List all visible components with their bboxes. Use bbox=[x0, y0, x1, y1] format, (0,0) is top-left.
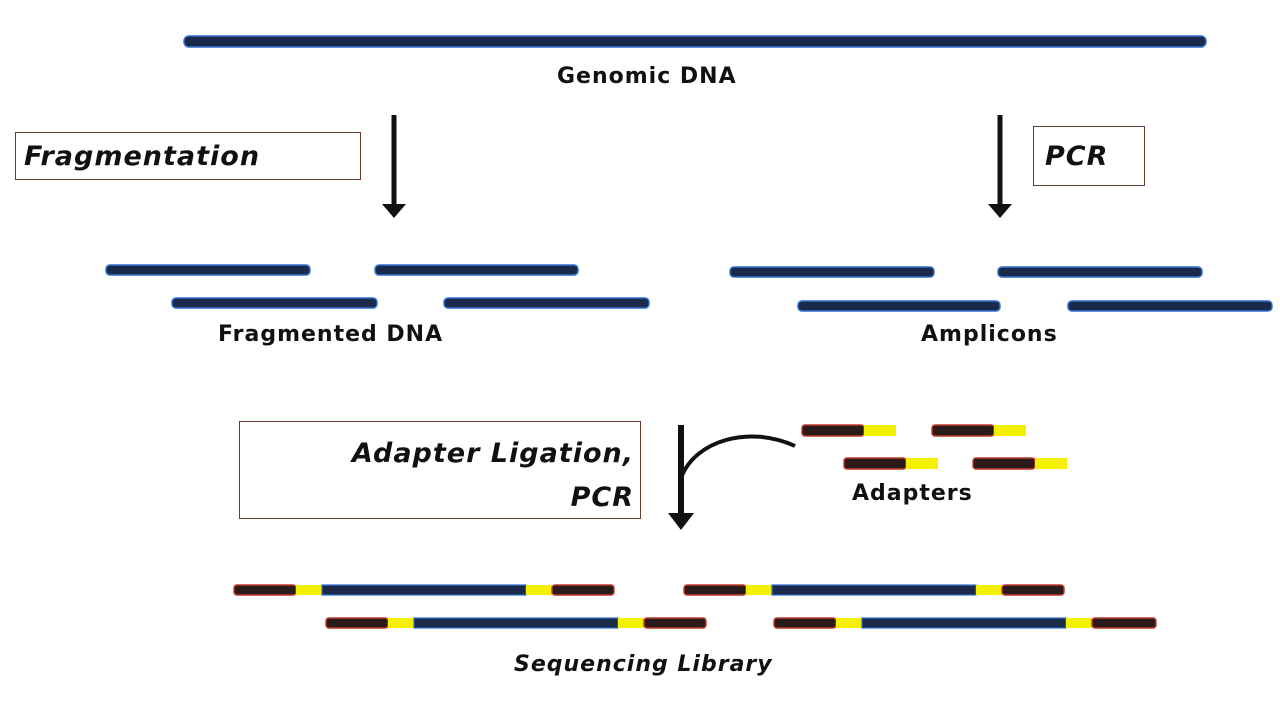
fragmentation-arrow-head bbox=[382, 204, 406, 218]
ligation-arrow-head bbox=[668, 513, 694, 530]
amplicon-2 bbox=[997, 266, 1203, 278]
amplicon-4 bbox=[1067, 300, 1273, 312]
amplicons-label: Amplicons bbox=[921, 322, 1058, 347]
library-construct-2 bbox=[683, 584, 1065, 596]
fragmented-dna-label: Fragmented DNA bbox=[218, 322, 444, 347]
genomic-dna-label: Genomic DNA bbox=[557, 64, 737, 89]
library-construct-1 bbox=[233, 584, 615, 596]
pcr-step-box: PCR bbox=[1033, 126, 1145, 186]
adapter-join-curve bbox=[679, 434, 796, 479]
library-construct-3 bbox=[325, 617, 707, 629]
fragment-4 bbox=[443, 297, 650, 309]
sequencing-library-label: Sequencing Library bbox=[514, 652, 773, 677]
pcr-step-label: PCR bbox=[1045, 141, 1109, 172]
library-construct-4 bbox=[773, 617, 1157, 629]
adapter-2 bbox=[931, 424, 1026, 437]
ligation-step-line-2: PCR bbox=[570, 482, 634, 513]
amplicons-group bbox=[729, 266, 1273, 312]
fragment-1 bbox=[105, 264, 311, 276]
adapters-group bbox=[801, 424, 1067, 470]
adapter-3 bbox=[843, 457, 938, 470]
pcr-arrow-head bbox=[988, 204, 1012, 218]
fragment-2 bbox=[374, 264, 579, 276]
amplicon-1 bbox=[729, 266, 935, 278]
library-group bbox=[233, 584, 1157, 629]
ligation-step-box: Adapter Ligation, PCR bbox=[239, 421, 641, 519]
genomic-dna-strand bbox=[183, 35, 1207, 48]
adapter-1 bbox=[801, 424, 896, 437]
ligation-step-line-1: Adapter Ligation, bbox=[351, 438, 634, 469]
fragmentation-step-label: Fragmentation bbox=[24, 141, 261, 172]
amplicon-3 bbox=[797, 300, 1001, 312]
fragmented-dna-group bbox=[105, 264, 650, 309]
fragmentation-step-box: Fragmentation bbox=[15, 132, 361, 180]
adapter-4 bbox=[972, 457, 1067, 470]
fragment-3 bbox=[171, 297, 378, 309]
adapters-label: Adapters bbox=[852, 481, 973, 506]
